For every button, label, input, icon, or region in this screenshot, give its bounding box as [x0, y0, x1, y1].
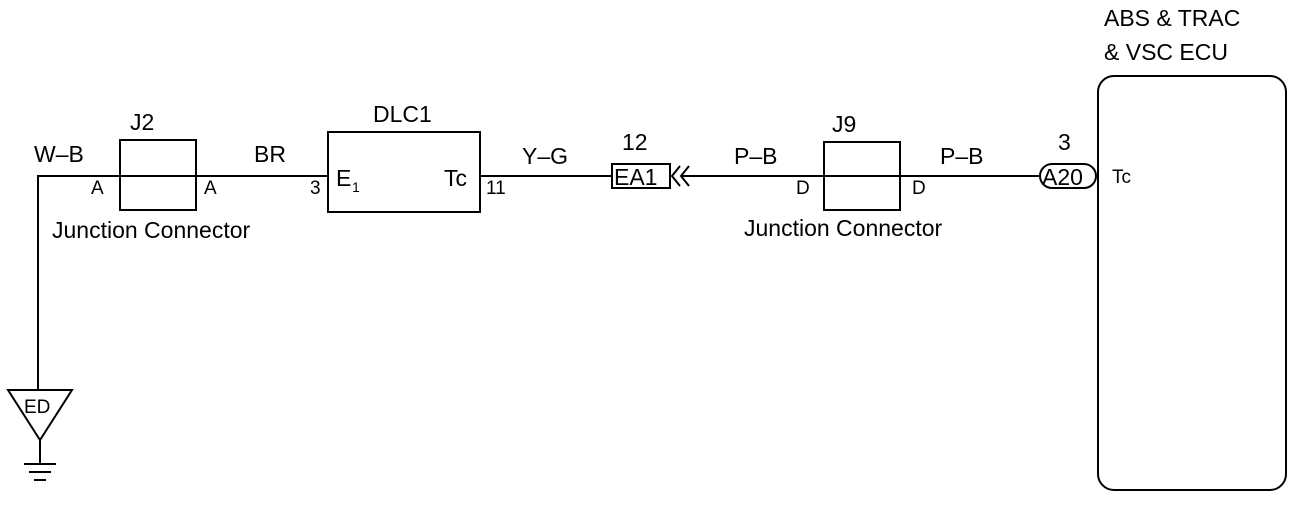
a20-pin-number: 3 [1058, 129, 1071, 155]
dlc1-box [327, 131, 481, 213]
ecu-title-line1: ABS & TRAC [1104, 5, 1240, 31]
ground-ed-triangle [6, 389, 74, 442]
wire-br-color: BR [254, 141, 286, 167]
j9-caption: Junction Connector [744, 215, 943, 241]
j9-name: J9 [832, 111, 856, 137]
a20-oval [1039, 163, 1097, 189]
ea1-pin-number: 12 [622, 129, 648, 155]
wire-w-b-color: W–B [34, 141, 84, 167]
wire-p-b-1-color: P–B [734, 143, 777, 169]
dlc1-pin-left-subscript: 1 [352, 179, 360, 195]
j2-pin-right: A [204, 178, 217, 199]
wire-p-b-2-color: P–B [940, 143, 983, 169]
ground-ed-label: ED [24, 397, 50, 418]
ea1-name: EA1 [614, 164, 657, 190]
ecu-box [1097, 75, 1287, 491]
wire-y-g-color: Y–G [522, 143, 568, 169]
j2-name: J2 [130, 109, 154, 135]
dlc1-pin-left-label: E [336, 165, 351, 191]
dlc1-pin-right-number: 11 [486, 178, 506, 199]
j9-pin-left: D [796, 178, 810, 199]
j9-pin-right: D [912, 178, 926, 199]
ea1-chevron-2 [679, 165, 690, 187]
dlc1-pin-right-label: Tc [444, 165, 467, 191]
ea1-box [611, 163, 671, 189]
j2-caption: Junction Connector [52, 217, 251, 243]
j2-pin-left: A [91, 178, 104, 199]
a20-name: A20 [1042, 164, 1083, 190]
ecu-pin-tc-label: Tc [1112, 167, 1131, 188]
wire-w-b [37, 175, 104, 390]
dlc1-name: DLC1 [373, 101, 432, 127]
dlc1-pin-left-number: 3 [310, 178, 321, 199]
ecu-title-line2: & VSC ECU [1104, 39, 1228, 65]
ea1-chevron-1 [670, 165, 681, 187]
